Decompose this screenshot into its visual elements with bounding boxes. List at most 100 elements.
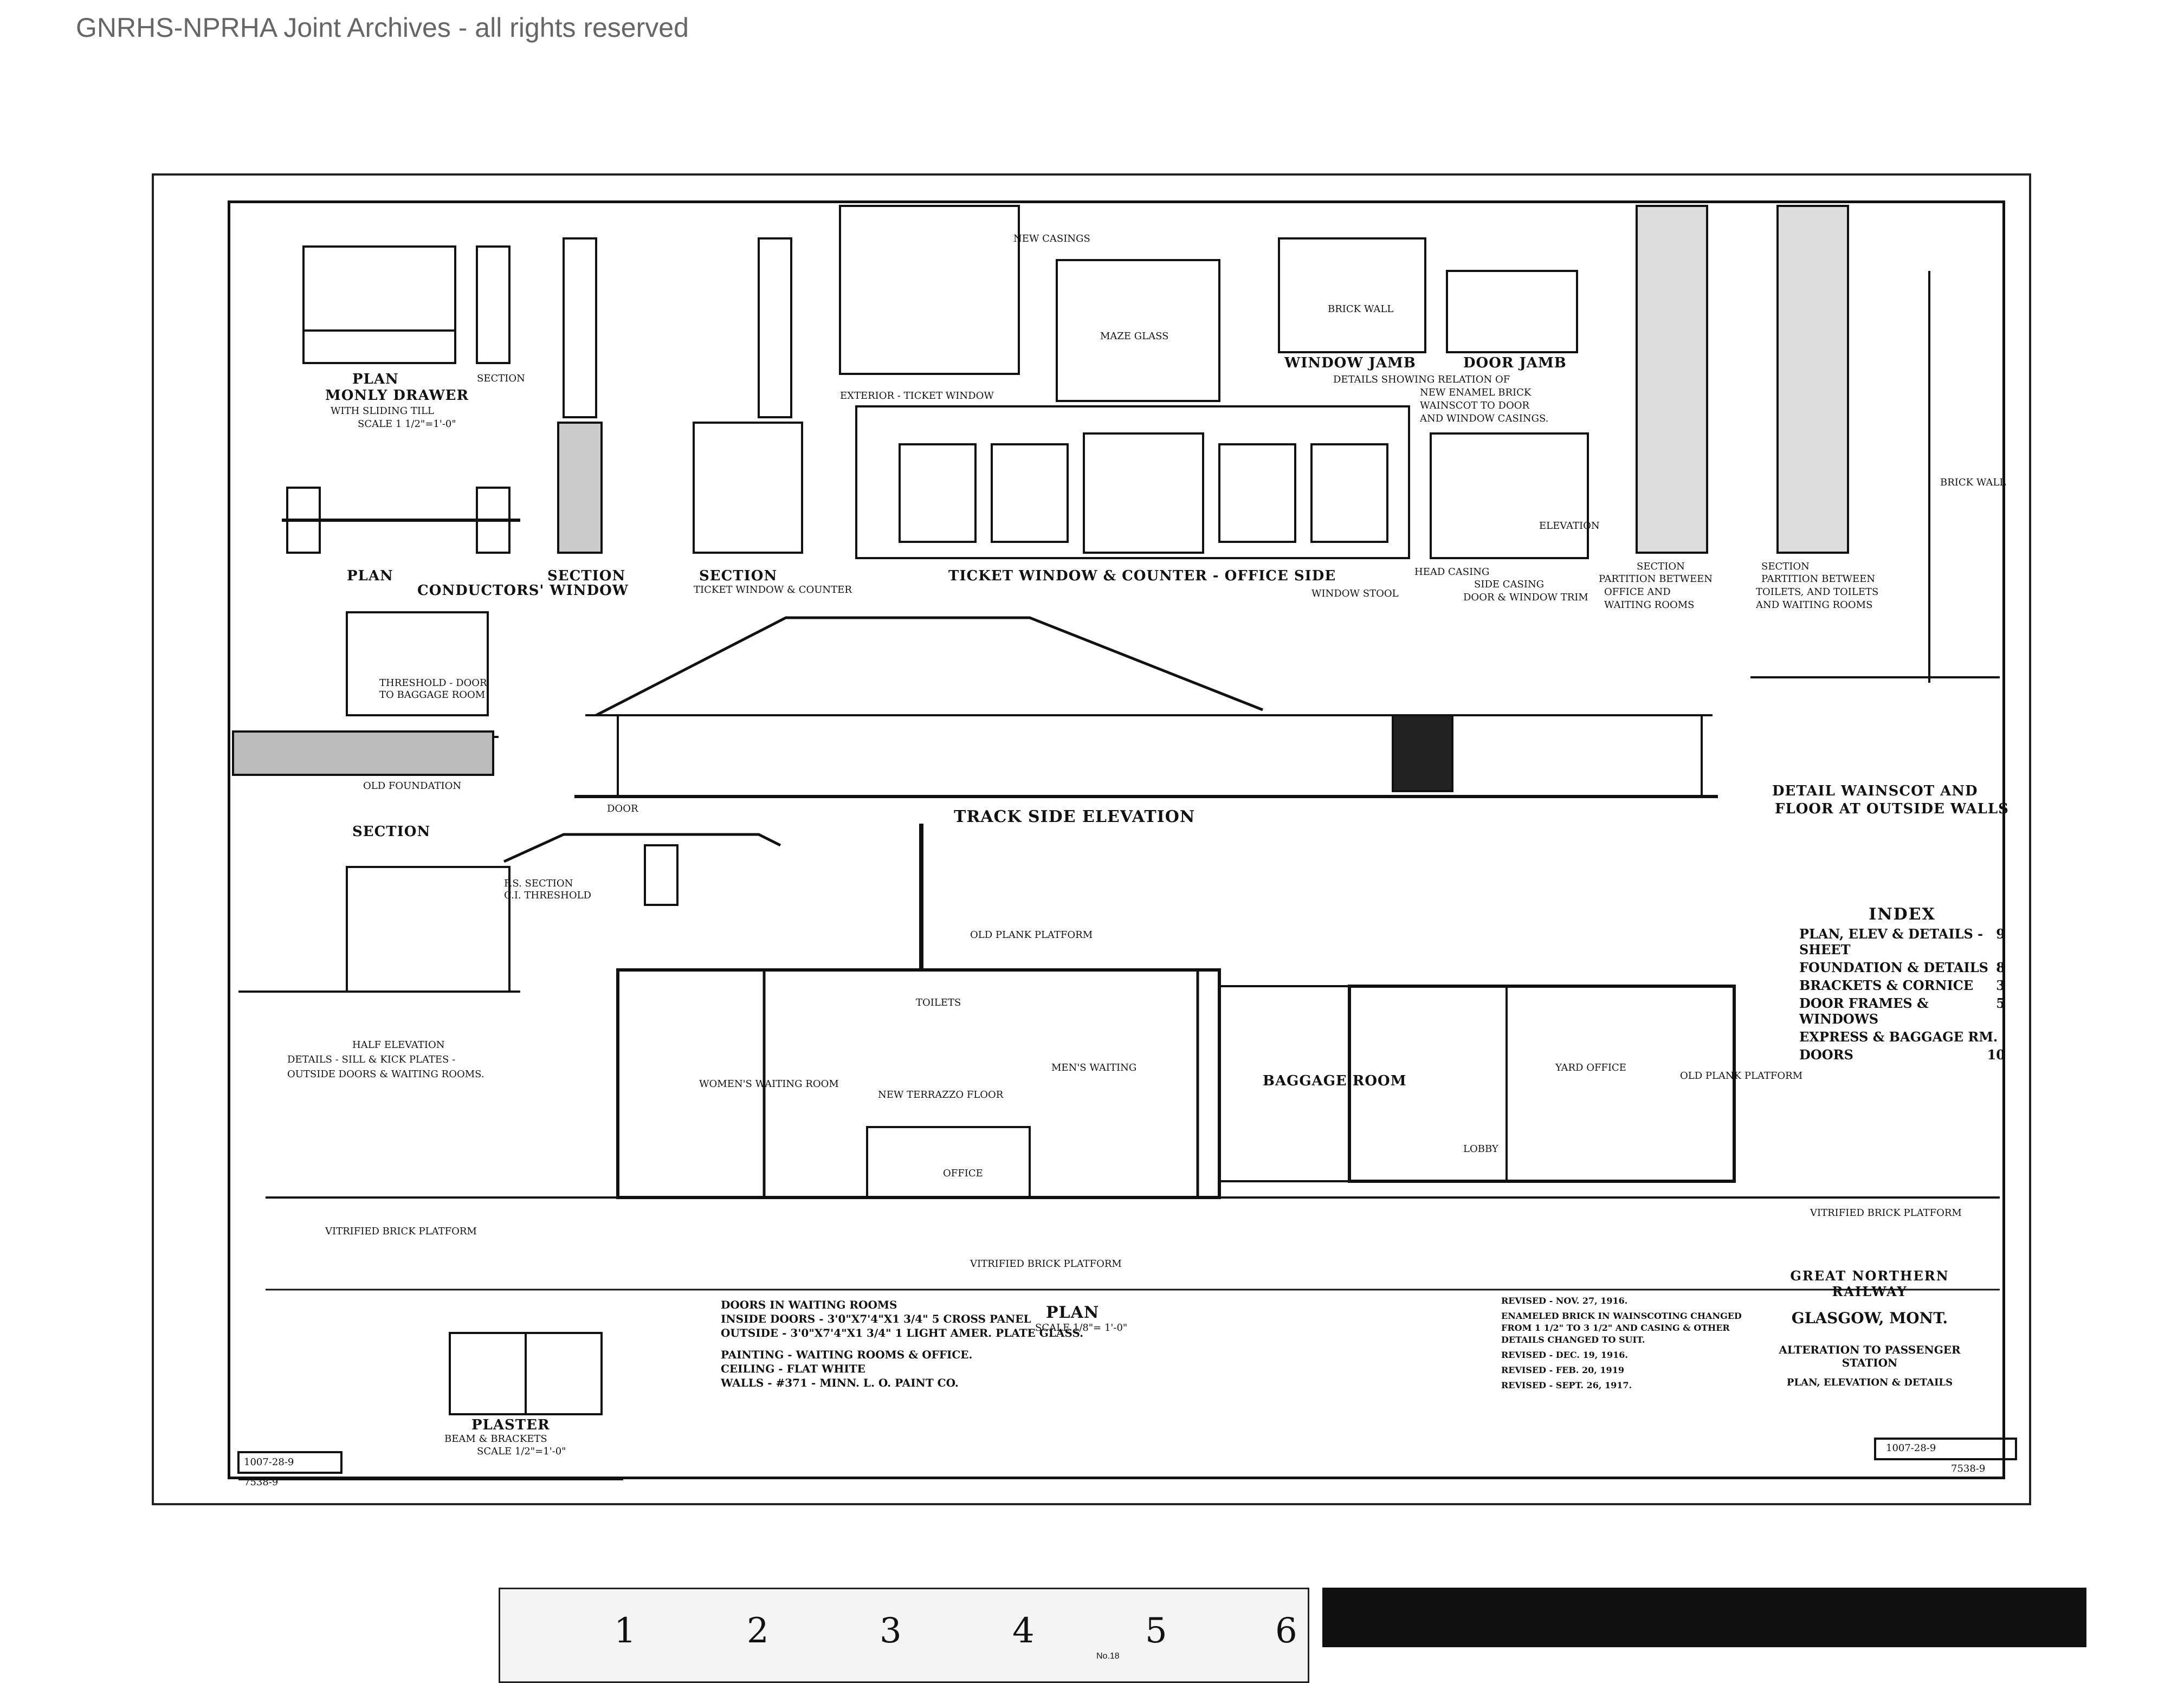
vitrified-platform-right-label: VITRIFIED BRICK PLATFORM [1810, 1207, 1962, 1219]
ticket-window-counter-label: TICKET WINDOW & COUNTER [694, 584, 852, 595]
ruler-number: 2 [747, 1611, 769, 1651]
yard-office-label: YARD OFFICE [1555, 1062, 1626, 1073]
toilets-label: TOILETS [916, 997, 961, 1008]
window-stool-label: WINDOW STOOL [1311, 588, 1399, 599]
window-jamb-label: WINDOW JAMB [1284, 355, 1416, 371]
detail-wainscot-line2: FLOOR AT OUTSIDE WALLS [1775, 801, 2009, 817]
partition2-line2: TOILETS, AND TOILETS [1756, 586, 1879, 598]
index-row: EXPRESS & BAGGAGE RM. [1799, 1029, 1998, 1045]
ruler-number: 6 [1275, 1611, 1297, 1651]
jamb-details-line1: DETAILS SHOWING RELATION OF [1333, 374, 1510, 385]
partition1-line2: OFFICE AND [1604, 586, 1671, 598]
color-calibration-bar [1322, 1588, 2086, 1647]
threshold-detail [346, 611, 489, 716]
money-drawer-subtitle: WITH SLIDING TILL [331, 405, 434, 417]
index-title: INDEX [1869, 905, 1936, 924]
ruler-number: 5 [1145, 1611, 1167, 1651]
half-elevation-title: HALF ELEVATION [352, 1039, 445, 1051]
threshold-section-label: SECTION [352, 824, 431, 840]
ticket-window-exterior [839, 205, 1020, 375]
lobby-label: LOBBY [1463, 1143, 1498, 1155]
counter-title: TICKET WINDOW & COUNTER - OFFICE SIDE [948, 568, 1336, 584]
revision-item: REVISED - DEC. 19, 1916. [1501, 1350, 1628, 1360]
money-drawer-section-label: SECTION [477, 373, 525, 384]
ruler-number: 1 [614, 1611, 636, 1651]
plaster-beam [449, 1332, 527, 1415]
jamb-brick-wall-label: BRICK WALL [1328, 303, 1394, 315]
side-casing-label: SIDE CASING [1474, 579, 1545, 590]
revision-item: ENAMELED BRICK IN WAINSCOTING CHANGED FR… [1501, 1311, 1742, 1345]
partition2-line1: PARTITION BETWEEN [1761, 573, 1876, 585]
drawing-subnumber-left: 7538-9 [244, 1477, 279, 1488]
maze-glass-label: MAZE GLASS [1100, 331, 1169, 342]
partition2-line3: AND WAITING ROOMS [1756, 599, 1873, 611]
elevation-door-label: DOOR [607, 803, 638, 814]
door-jamb-label: DOOR JAMB [1463, 355, 1567, 371]
railway-name: GREAT NORTHERN RAILWAY [1790, 1268, 1949, 1299]
plan-scale: SCALE 1/8"= 1'-0" [1035, 1322, 1128, 1334]
threshold-sub-label: TO BAGGAGE ROOM [379, 689, 486, 701]
conductors-section-label: SECTION [547, 568, 626, 584]
revision-item: REVISED - NOV. 27, 1916. [1501, 1296, 1628, 1306]
revision-item: REVISED - SEPT. 26, 1917. [1501, 1380, 1632, 1390]
money-drawer-plan-label: PLAN [352, 371, 399, 387]
drawing-number-right: 1007-28-9 [1886, 1442, 1936, 1454]
detail-brick-wall-label: BRICK WALL [1940, 477, 2006, 488]
elevation-roof [595, 616, 1263, 717]
doors-outside: OUTSIDE - 3'0"x7'4"x1 3/4" 1 LIGHT AMER.… [721, 1326, 1084, 1339]
money-drawer-title: MONLY DRAWER [325, 387, 469, 404]
walls-note: WALLS - #371 - MINN. L. O. PAINT CO. [721, 1376, 959, 1389]
old-plank-platform-right-label: OLD PLANK PLATFORM [1680, 1070, 1803, 1082]
floor-plan-baggage [1348, 985, 1736, 1183]
painting-note: PAINTING - WAITING ROOMS & OFFICE. [721, 1348, 973, 1361]
door-window-trim-label: DOOR & WINDOW TRIM [1463, 592, 1588, 603]
window-jamb-detail [1278, 237, 1426, 353]
ruler-brand-label: No.18 [1096, 1652, 1120, 1661]
title-block: GREAT NORTHERN RAILWAY GLASGOW, MONT. AL… [1750, 1268, 1989, 1388]
plaster-label: PLASTER [471, 1417, 550, 1433]
mens-waiting-label: MEN'S WAITING [1051, 1062, 1137, 1073]
drawing-number-left: 1007-28-9 [244, 1457, 294, 1468]
partition-office [1636, 205, 1708, 554]
baggage-room-label: BAGGAGE ROOM [1263, 1073, 1407, 1089]
scale-ruler: 1 2 3 4 5 6 No.18 [499, 1588, 1309, 1683]
partition-toilets [1776, 205, 1849, 554]
drawing-subnumber-right: 7538-9 [1951, 1463, 1986, 1474]
money-drawer-scale: SCALE 1 1/2"=1'-0" [358, 418, 456, 430]
ticket-window-section-label: SECTION [699, 568, 778, 584]
new-casings-label: NEW CASINGS [1013, 233, 1090, 244]
door-jamb-detail [1446, 270, 1578, 353]
jamb-details-line2: NEW ENAMEL BRICK [1420, 387, 1532, 398]
track-side-elevation-title: TRACK SIDE ELEVATION [954, 807, 1196, 826]
vitrified-platform-label: VITRIFIED BRICK PLATFORM [970, 1258, 1122, 1270]
threshold-label: THRESHOLD - DOOR [379, 677, 487, 689]
drawing-subtitle: PLAN, ELEVATION & DETAILS [1786, 1377, 1953, 1388]
head-casing-label: HEAD CASING [1414, 566, 1490, 578]
money-drawer-plan [302, 245, 456, 364]
vitrified-platform-left-label: VITRIFIED BRICK PLATFORM [325, 1226, 477, 1237]
conductors-plan-label: PLAN [347, 568, 393, 584]
trim-elevation-label: ELEVATION [1539, 520, 1600, 532]
detail-wainscot-line1: DETAIL WAINSCOT AND [1772, 783, 1978, 799]
partition1-section: SECTION [1637, 561, 1685, 572]
drawing-sheet [152, 173, 2031, 1505]
office-label: OFFICE [943, 1168, 983, 1179]
womens-waiting-label: WOMEN'S WAITING ROOM [699, 1078, 839, 1090]
beam-brackets-label: BEAM & BRACKETS [444, 1433, 547, 1445]
jamb-details-line4: AND WINDOW CASINGS. [1420, 413, 1549, 424]
new-terrazzo-label: NEW TERRAZZO FLOOR [878, 1089, 1004, 1101]
partition1-line1: PARTITION BETWEEN [1599, 573, 1713, 585]
half-elevation-line2: OUTSIDE DOORS & WAITING ROOMS. [287, 1069, 484, 1080]
jamb-details-line3: WAINSCOT TO DOOR [1420, 400, 1530, 411]
partition1-line3: WAITING ROOMS [1604, 599, 1695, 611]
exterior-ticket-window-label: EXTERIOR - TICKET WINDOW [840, 390, 994, 402]
revision-notes: REVISED - NOV. 27, 1916. ENAMELED BRICK … [1501, 1295, 1756, 1395]
drawing-frame [228, 200, 2005, 1479]
ci-threshold-label: C.I. THRESHOLD [504, 890, 591, 901]
elevation-walls [617, 714, 1703, 798]
